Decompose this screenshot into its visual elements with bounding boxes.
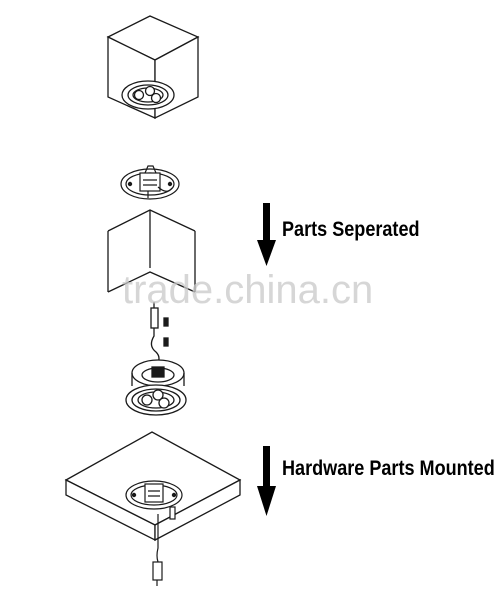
mounting-plate [120, 165, 180, 200]
label-parts-separated: Parts Seperated [282, 218, 420, 241]
open-housing [107, 209, 196, 293]
assembled-cube-light [106, 15, 200, 120]
driver-box [139, 172, 161, 192]
led-module [125, 359, 187, 416]
down-arrow-icon [257, 203, 276, 266]
label-hardware-mounted: Hardware Parts Mounted [282, 457, 495, 480]
mounted-plate [125, 480, 183, 586]
watermark: trade.china.cn [122, 268, 374, 312]
wire-connector-icon [152, 561, 163, 581]
ceiling-slab [64, 431, 242, 542]
down-arrow-icon [257, 446, 276, 516]
